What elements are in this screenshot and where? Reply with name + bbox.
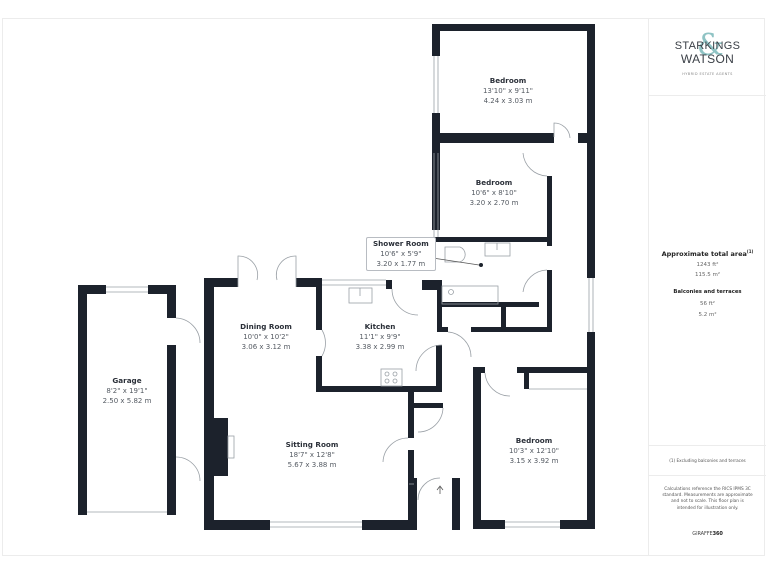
giraffe360-credit: GIRAFFE360 <box>649 531 766 537</box>
total-area-footnote-marker: (1) <box>746 249 754 254</box>
room-label-sitting-room: Sitting Room 18'7" x 12'8" 5.67 x 3.88 m <box>272 440 352 470</box>
room-imperial: 10'3" x 12'10" <box>508 447 560 455</box>
logo-text-line1: STARKINGS <box>674 40 741 52</box>
room-metric: 3.06 x 3.12 m <box>241 343 291 351</box>
room-name: Dining Room <box>240 322 292 331</box>
room-label-bedroom-2: Bedroom 10'6" x 8'10" 3.20 x 2.70 m <box>454 178 534 208</box>
room-label-dining-room: Dining Room 10'0" x 10'2" 3.06 x 3.12 m <box>226 322 306 352</box>
total-area-sqft: 1243 ft² <box>696 262 719 268</box>
total-area-title-text: Approximate total area <box>661 250 747 259</box>
room-metric: 3.38 x 2.99 m <box>355 343 405 351</box>
room-imperial: 11'1" x 9'9" <box>359 333 401 341</box>
room-label-bedroom-1: Bedroom 13'10" x 9'11" 4.24 x 3.03 m <box>468 76 548 106</box>
balconies-sqm: 5.2 m² <box>698 312 717 318</box>
room-imperial: 10'6" x 5'9" <box>380 250 422 258</box>
room-imperial: 10'6" x 8'10" <box>471 189 517 197</box>
room-metric: 3.20 x 2.70 m <box>469 199 519 207</box>
room-name: Bedroom <box>475 178 513 187</box>
room-label-garage: Garage 8'2" x 19'1" 2.50 x 5.82 m <box>87 376 167 406</box>
room-metric: 2.50 x 5.82 m <box>102 397 152 405</box>
room-name: Bedroom <box>515 436 553 445</box>
total-area-title: Approximate total area(1) <box>649 249 766 258</box>
logo-text-line2: WATSON <box>680 52 735 66</box>
room-label-bedroom-3: Bedroom 10'3" x 12'10" 3.15 x 3.92 m <box>494 436 574 466</box>
room-name: Kitchen <box>364 322 396 331</box>
room-metric: 3.20 x 1.77 m <box>376 260 426 268</box>
room-name: Garage <box>112 376 142 385</box>
room-name: Sitting Room <box>285 440 339 449</box>
room-imperial: 8'2" x 19'1" <box>106 387 148 395</box>
room-label-kitchen: Kitchen 11'1" x 9'9" 3.38 x 2.99 m <box>340 322 420 352</box>
info-sidebar: & STARKINGS WATSON HYBRID ESTATE AGENTS … <box>648 19 766 556</box>
credit-bold: 360 <box>712 531 723 537</box>
leader-dot <box>479 263 483 267</box>
room-label-shower-room: Shower Room 10'6" x 5'9" 3.20 x 1.77 m <box>366 237 436 271</box>
disclaimer-section: Calculations reference the RICS IPMS 3C … <box>649 476 766 556</box>
room-imperial: 10'0" x 10'2" <box>243 333 289 341</box>
walls <box>78 24 595 530</box>
room-imperial: 13'10" x 9'11" <box>482 87 534 95</box>
room-name: Bedroom <box>489 76 527 85</box>
footnote-text: (1) Excluding balconies and terraces <box>669 458 746 463</box>
credit-light: GIRAFFE <box>692 531 713 537</box>
logo-ampersand-icon: & <box>697 28 724 63</box>
area-section: Approximate total area(1) 1243 ft² 115.5… <box>649 96 766 446</box>
room-metric: 4.24 x 3.03 m <box>483 97 533 105</box>
fixtures <box>87 56 594 528</box>
room-metric: 3.15 x 3.92 m <box>509 457 559 465</box>
logo-tagline: HYBRID ESTATE AGENTS <box>682 72 733 76</box>
room-metric: 5.67 x 3.88 m <box>287 461 337 469</box>
footnote-section: (1) Excluding balconies and terraces <box>649 446 766 476</box>
logo-section: & STARKINGS WATSON HYBRID ESTATE AGENTS <box>649 19 766 96</box>
room-name: Shower Room <box>373 239 429 248</box>
balconies-sqft: 56 ft² <box>700 301 715 307</box>
disclaimer-text: Calculations reference the RICS IPMS 3C … <box>662 487 753 511</box>
balconies-title: Balconies and terraces <box>673 289 742 295</box>
room-imperial: 18'7" x 12'8" <box>289 451 335 459</box>
total-area-sqm: 115.5 m² <box>694 272 721 278</box>
